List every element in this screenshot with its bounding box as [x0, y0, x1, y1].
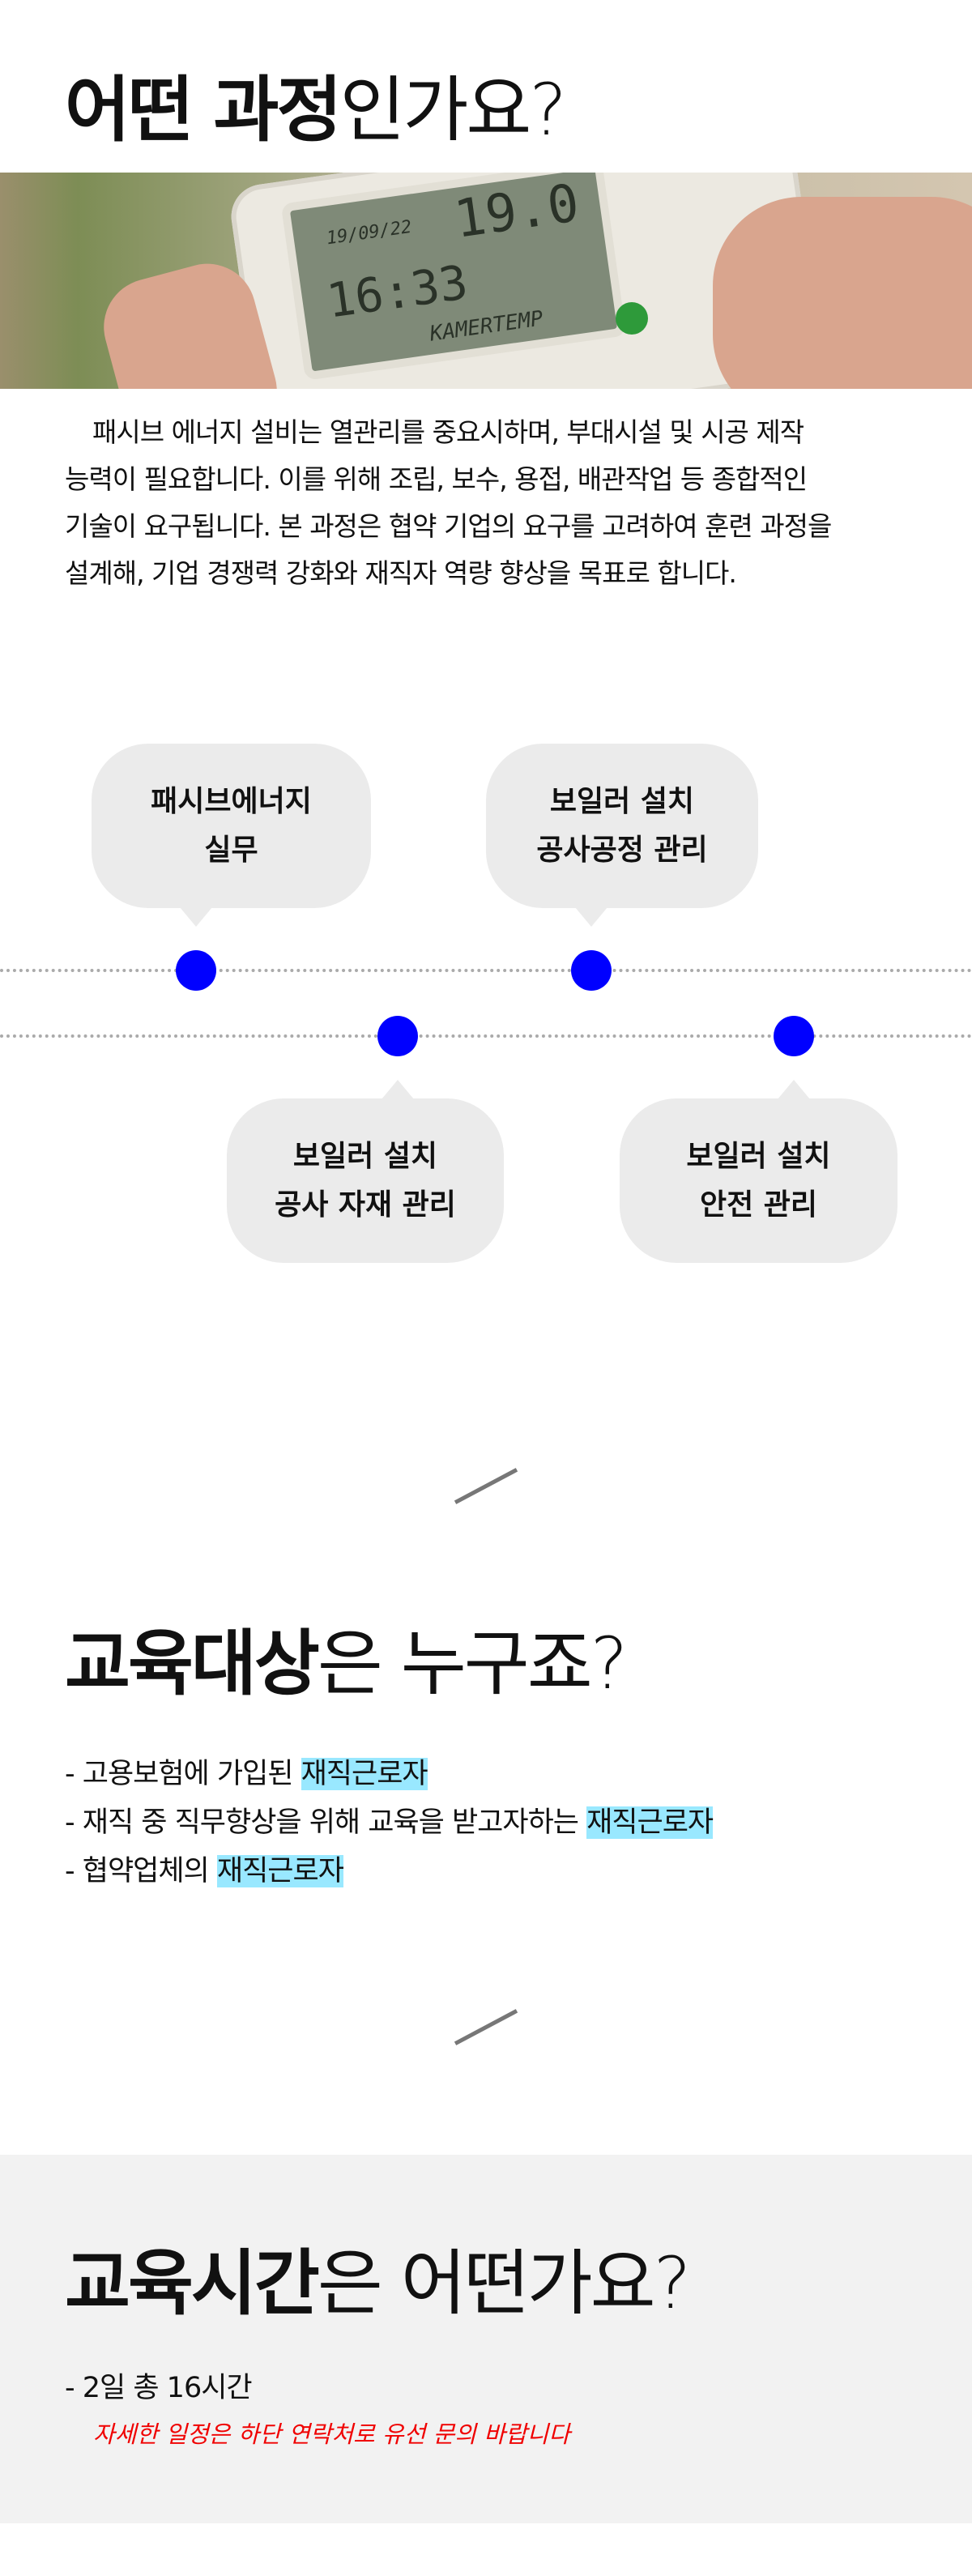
time-section — [0, 2155, 972, 2523]
section-title-target: 교육대상은 누구죠? — [65, 1622, 628, 1705]
ok-button-in-photo — [616, 302, 648, 335]
para-line: 패시브 에너지 설비는 열관리를 중요시하며, 부대시설 및 시공 제작 — [92, 416, 804, 448]
title-light: 인가요? — [339, 68, 567, 151]
bubble-tail — [778, 1080, 810, 1099]
timeline-dot-4 — [774, 1016, 814, 1056]
time-list: - 2일 총 16시간 — [65, 2364, 253, 2412]
thermostat-photo: 19/09/22 19.0 16:33 KAMERTEMP — [0, 173, 972, 389]
schedule-note: 자세한 일정은 하단 연락처로 유선 문의 바랍니다 — [93, 2420, 570, 2448]
timeline-dot-3 — [571, 950, 612, 991]
slash-divider — [454, 1468, 518, 1504]
section-title-course: 어떤 과정인가요? — [65, 75, 567, 146]
para-line: 능력이 필요합니다. 이를 위해 조립, 보수, 용접, 배관작업 등 종합적인 — [65, 463, 808, 495]
highlight: 재직근로자 — [301, 1758, 428, 1790]
course-description: 패시브 에너지 설비는 열관리를 중요시하며, 부대시설 및 시공 제작 능력이… — [65, 409, 923, 597]
timeline-line-bottom — [0, 1034, 972, 1038]
bubble-tail — [575, 907, 608, 927]
section-title-time: 교육시간은 어떤가요? — [65, 2241, 691, 2325]
target-list: - 고용보험에 가입된 재직근로자 - 재직 중 직무향상을 위해 교육을 받고… — [65, 1750, 714, 1896]
highlight: 재직근로자 — [586, 1806, 714, 1839]
bubble-tail — [382, 1080, 414, 1099]
list-item: - 고용보험에 가입된 재직근로자 — [65, 1758, 428, 1790]
lcd-label: KAMERTEMP — [428, 306, 545, 347]
slash-divider — [454, 2009, 518, 2045]
list-item: - 2일 총 16시간 — [65, 2372, 253, 2404]
lcd-time: 16:33 — [323, 254, 471, 329]
timeline-dot-2 — [377, 1016, 418, 1056]
lcd-temp: 19.0 — [450, 173, 583, 250]
timeline-line-top — [0, 969, 972, 972]
para-line: 설계해, 기업 경쟁력 강화와 재직자 역량 향상을 목표로 합니다. — [65, 557, 737, 589]
right-hand — [713, 197, 972, 389]
timeline-dot-1 — [176, 950, 216, 991]
para-line: 기술이 요구됩니다. 본 과정은 협약 기업의 요구를 고려하여 훈련 과정을 — [65, 510, 832, 542]
bubble-tail — [180, 907, 212, 927]
list-item: - 재직 중 직무향상을 위해 교육을 받고자하는 재직근로자 — [65, 1806, 714, 1839]
title-bold: 어떤 과정 — [65, 68, 342, 151]
highlight: 재직근로자 — [216, 1855, 344, 1887]
lcd-date: 19/09/22 — [325, 216, 413, 249]
list-item: - 협약업체의 재직근로자 — [65, 1855, 344, 1887]
